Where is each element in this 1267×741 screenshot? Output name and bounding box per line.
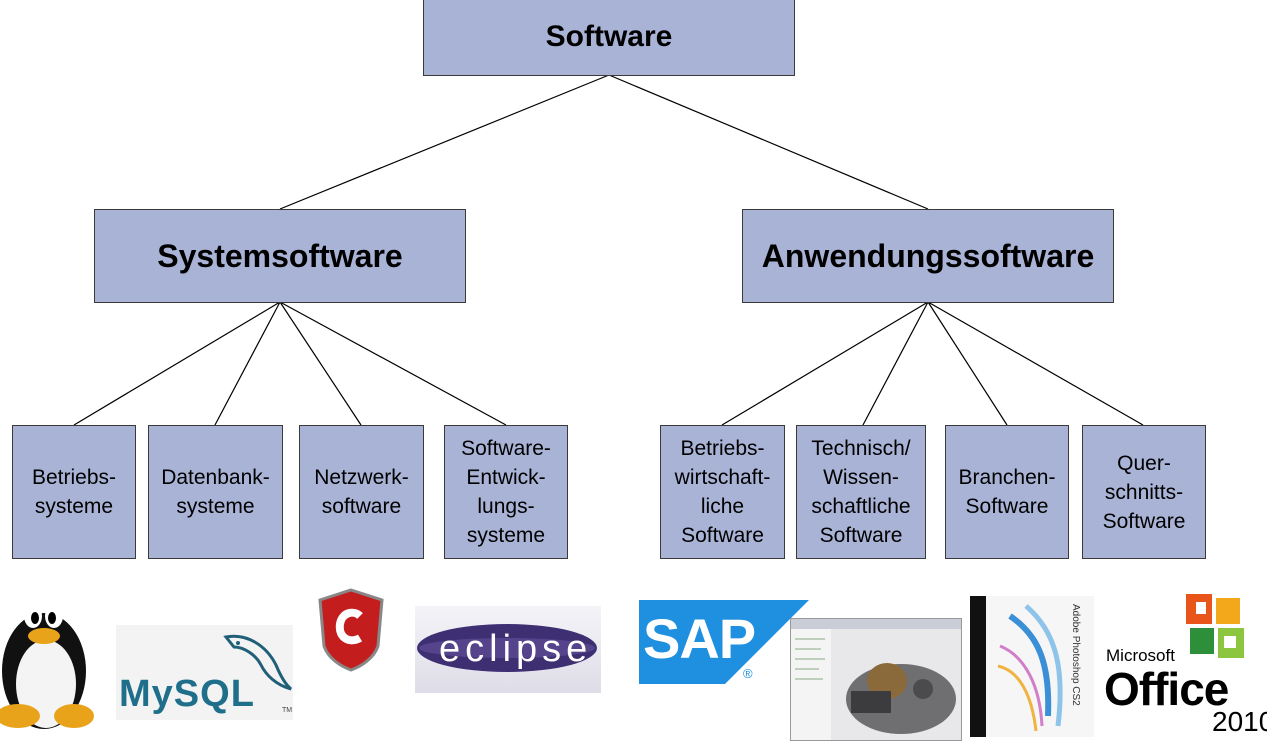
connector-system-betriebssysteme bbox=[73, 301, 281, 426]
node-netzwerksoftware-label: Netzwerk- software bbox=[314, 466, 409, 518]
security-shield-logo bbox=[316, 588, 386, 672]
node-netzwerksoftware: Netzwerk- software bbox=[299, 425, 424, 559]
node-branchen-software-label: Branchen- Software bbox=[958, 466, 1056, 518]
node-datenbanksysteme-label: Datenbank- systeme bbox=[161, 466, 270, 518]
connector-app-branchen bbox=[927, 301, 1008, 426]
node-software-entwicklungssysteme: Software- Entwick- lungs- systeme bbox=[444, 425, 568, 559]
eclipse-logo: eclipse bbox=[415, 606, 601, 693]
node-querschnitts-software: Quer- schnitts- Software bbox=[1082, 425, 1206, 559]
sap-registered-mark: ® bbox=[743, 666, 753, 681]
sap-logo: SAP ® bbox=[639, 600, 809, 684]
node-software-entwicklungssysteme-label: Software- Entwick- lungs- systeme bbox=[461, 437, 551, 547]
node-anwendungssoftware: Anwendungssoftware bbox=[742, 209, 1114, 303]
eclipse-wordmark: eclipse bbox=[439, 628, 593, 670]
linux-tux-logo bbox=[0, 576, 94, 731]
node-anwendungssoftware-label: Anwendungssoftware bbox=[761, 237, 1095, 274]
connector-system-entwicklungssysteme bbox=[279, 301, 507, 426]
mysql-wordmark: MySQL bbox=[119, 673, 255, 715]
connector-root-system bbox=[279, 74, 610, 210]
sap-wordmark: SAP bbox=[643, 607, 756, 670]
connector-system-netzwerksoftware bbox=[279, 301, 362, 426]
node-branchen-software: Branchen- Software bbox=[945, 425, 1069, 559]
node-systemsoftware: Systemsoftware bbox=[94, 209, 466, 303]
node-betriebssysteme: Betriebs- systeme bbox=[12, 425, 136, 559]
photoshop-box-logo: Adobe Photoshop CS2 bbox=[970, 596, 1094, 737]
cad-software-screenshot bbox=[790, 618, 962, 741]
mysql-logo: MySQL TM bbox=[116, 625, 293, 720]
connector-app-technisch bbox=[862, 301, 929, 426]
node-systemsoftware-label: Systemsoftware bbox=[157, 237, 403, 274]
node-technisch-wissenschaftliche-software: Technisch/ Wissen- schaftliche Software bbox=[796, 425, 926, 559]
office-brand: Microsoft bbox=[1106, 646, 1175, 665]
node-software-label: Software bbox=[545, 20, 673, 53]
connector-app-betriebswirtschaftlich bbox=[721, 301, 929, 426]
office-name: Office bbox=[1104, 663, 1229, 715]
node-software: Software bbox=[423, 0, 795, 76]
microsoft-office-logo: Microsoft Office 2010 bbox=[1100, 588, 1267, 739]
node-datenbanksysteme: Datenbank- systeme bbox=[148, 425, 283, 559]
node-betriebswirtschaftliche-software-label: Betriebs- wirtschaft- liche Software bbox=[674, 437, 771, 547]
office-year: 2010 bbox=[1212, 706, 1267, 737]
connector-root-application bbox=[608, 74, 929, 210]
node-querschnitts-software-label: Quer- schnitts- Software bbox=[1102, 451, 1186, 533]
node-betriebswirtschaftliche-software: Betriebs- wirtschaft- liche Software bbox=[660, 425, 785, 559]
connector-app-querschnitts bbox=[927, 301, 1144, 426]
photoshop-label: Adobe Photoshop CS2 bbox=[1070, 604, 1081, 706]
node-technisch-wissenschaftliche-software-label: Technisch/ Wissen- schaftliche Software bbox=[811, 437, 911, 547]
mysql-tm: TM bbox=[282, 707, 293, 714]
node-betriebssysteme-label: Betriebs- systeme bbox=[31, 466, 117, 518]
connector-system-datenbanksysteme bbox=[214, 301, 281, 426]
